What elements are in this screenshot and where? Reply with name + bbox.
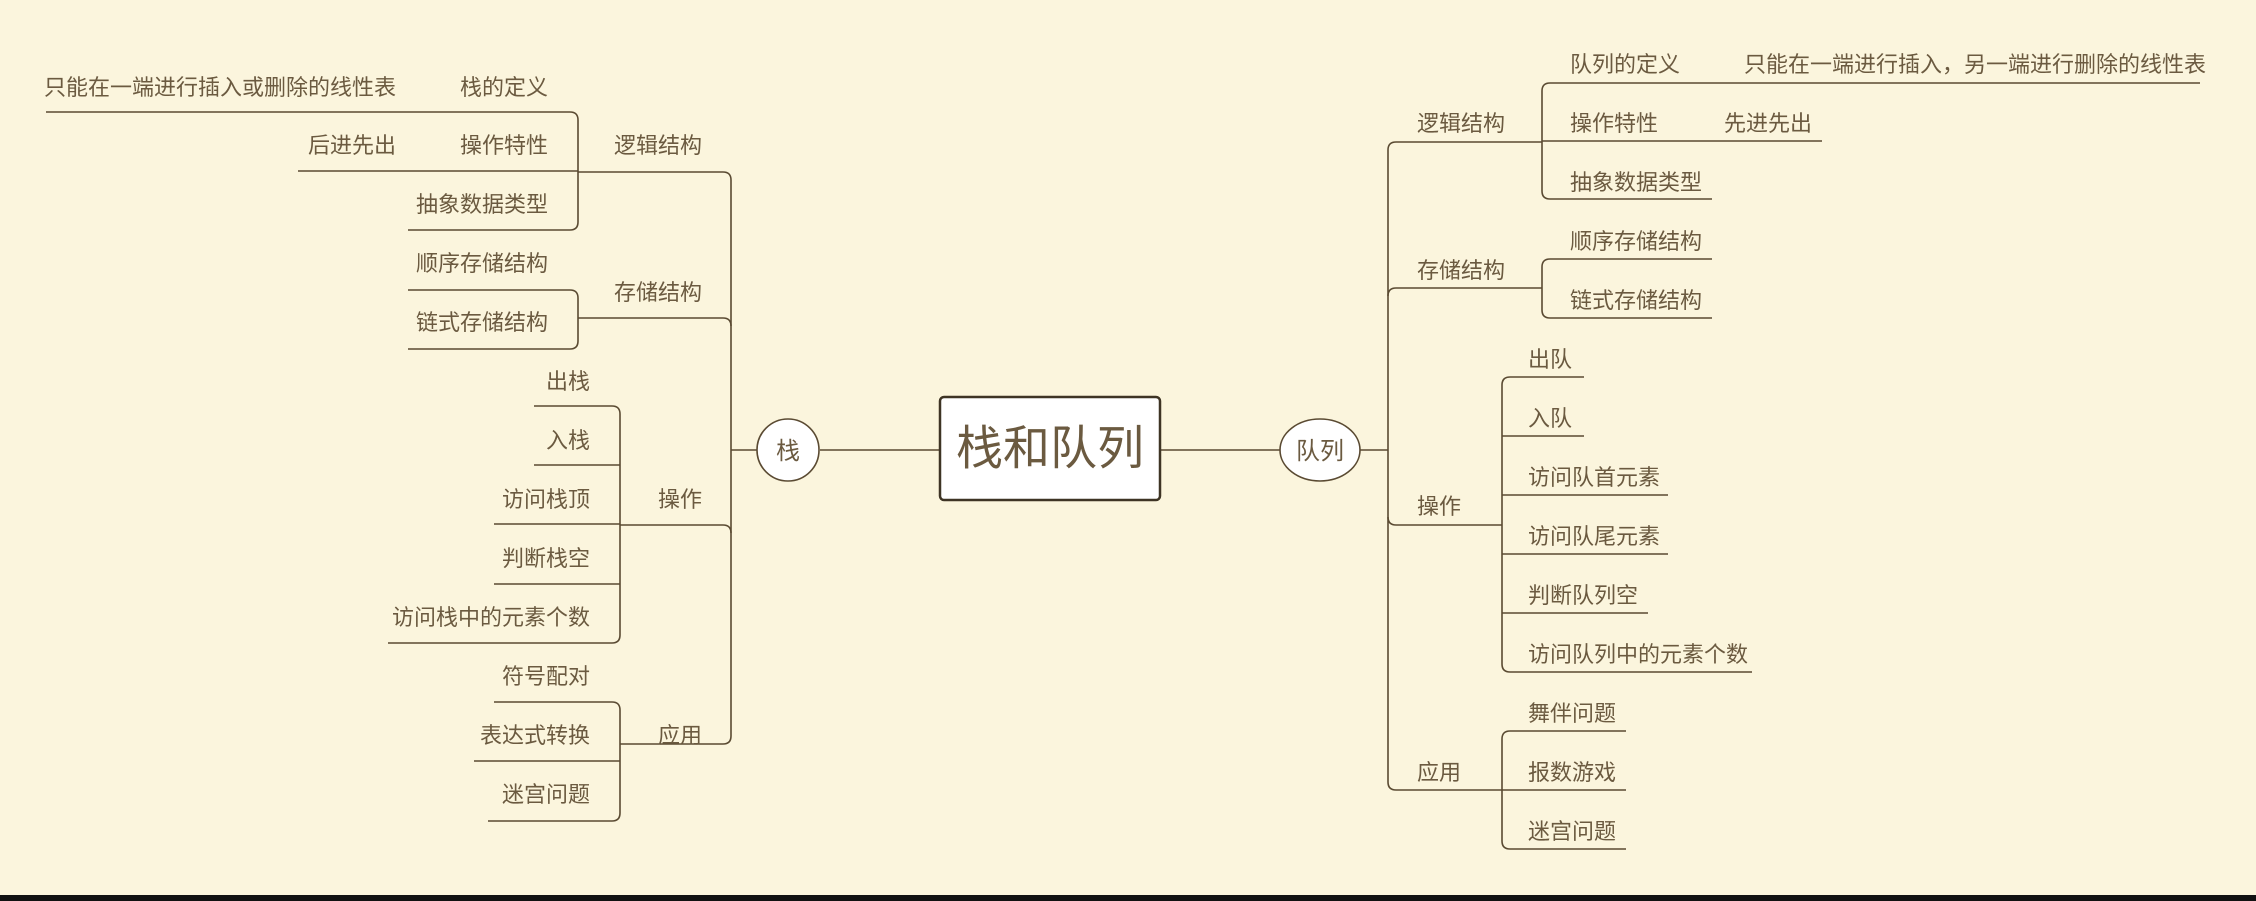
stack-logical-label[interactable]: 逻辑结构 xyxy=(614,134,702,159)
stack-feature-label[interactable]: 操作特性 xyxy=(460,134,548,159)
stack-operation-item[interactable]: 访问栈顶 xyxy=(502,488,590,513)
stack-application-item[interactable]: 表达式转换 xyxy=(480,724,590,749)
stack-branch: 逻辑结构 存储结构 操作 应用 栈的定义 只能在一端进行插入或删除的线性表 操作… xyxy=(44,76,702,808)
bottom-border xyxy=(0,895,2256,901)
queue-application-item[interactable]: 舞伴问题 xyxy=(1528,702,1616,727)
queue-storage-item[interactable]: 顺序存储结构 xyxy=(1570,230,1702,255)
stack-adt-label[interactable]: 抽象数据类型 xyxy=(416,193,548,218)
stack-definition-label[interactable]: 栈的定义 xyxy=(460,76,548,101)
queue-storage-item[interactable]: 链式存储结构 xyxy=(1570,289,1702,314)
stack-definition-detail[interactable]: 只能在一端进行插入或删除的线性表 xyxy=(44,76,396,101)
queue-node[interactable]: 队列 xyxy=(1279,418,1361,482)
central-topic-node[interactable]: 栈和队列 xyxy=(938,395,1162,502)
queue-feature-detail[interactable]: 先进先出 xyxy=(1724,112,1812,137)
stack-operation-item[interactable]: 判断栈空 xyxy=(502,547,590,572)
stack-node[interactable]: 栈 xyxy=(756,418,820,482)
queue-adt-label[interactable]: 抽象数据类型 xyxy=(1570,171,1702,196)
queue-application-item[interactable]: 报数游戏 xyxy=(1528,761,1616,786)
queue-operation-item[interactable]: 访问队首元素 xyxy=(1528,466,1660,491)
stack-storage-label[interactable]: 存储结构 xyxy=(614,281,702,306)
stack-feature-detail[interactable]: 后进先出 xyxy=(308,134,396,159)
stack-storage-item[interactable]: 顺序存储结构 xyxy=(416,252,548,277)
queue-operation-item[interactable]: 出队 xyxy=(1528,348,1572,373)
stack-operation-item[interactable]: 出栈 xyxy=(546,370,590,395)
stack-operations-label[interactable]: 操作 xyxy=(658,488,702,513)
central-topic-label: 栈和队列 xyxy=(956,422,1144,477)
stack-application-item[interactable]: 符号配对 xyxy=(502,665,590,690)
stack-label: 栈 xyxy=(776,437,800,465)
queue-application-item[interactable]: 迷宫问题 xyxy=(1528,820,1616,845)
stack-application-item[interactable]: 迷宫问题 xyxy=(502,783,590,808)
stack-operation-item[interactable]: 入栈 xyxy=(546,429,590,454)
queue-definition-label[interactable]: 队列的定义 xyxy=(1570,53,1680,78)
queue-operation-item[interactable]: 判断队列空 xyxy=(1528,584,1638,609)
stack-operation-item[interactable]: 访问栈中的元素个数 xyxy=(392,606,590,631)
queue-label: 队列 xyxy=(1296,437,1344,465)
queue-storage-label[interactable]: 存储结构 xyxy=(1417,259,1505,284)
queue-definition-detail[interactable]: 只能在一端进行插入，另一端进行删除的线性表 xyxy=(1744,53,2206,78)
queue-operations-label[interactable]: 操作 xyxy=(1417,495,1461,520)
queue-operation-item[interactable]: 访问队尾元素 xyxy=(1528,525,1660,550)
queue-operation-item[interactable]: 入队 xyxy=(1528,407,1572,432)
queue-feature-label[interactable]: 操作特性 xyxy=(1570,112,1658,137)
queue-operation-item[interactable]: 访问队列中的元素个数 xyxy=(1528,643,1748,668)
queue-applications-label[interactable]: 应用 xyxy=(1417,761,1461,786)
stack-applications-label[interactable]: 应用 xyxy=(658,724,702,749)
connectors xyxy=(46,82,2200,850)
stack-storage-item[interactable]: 链式存储结构 xyxy=(416,311,548,336)
queue-branch: 逻辑结构 存储结构 操作 应用 队列的定义 只能在一端进行插入，另一端进行删除的… xyxy=(1417,53,2206,845)
queue-logical-label[interactable]: 逻辑结构 xyxy=(1417,112,1505,137)
